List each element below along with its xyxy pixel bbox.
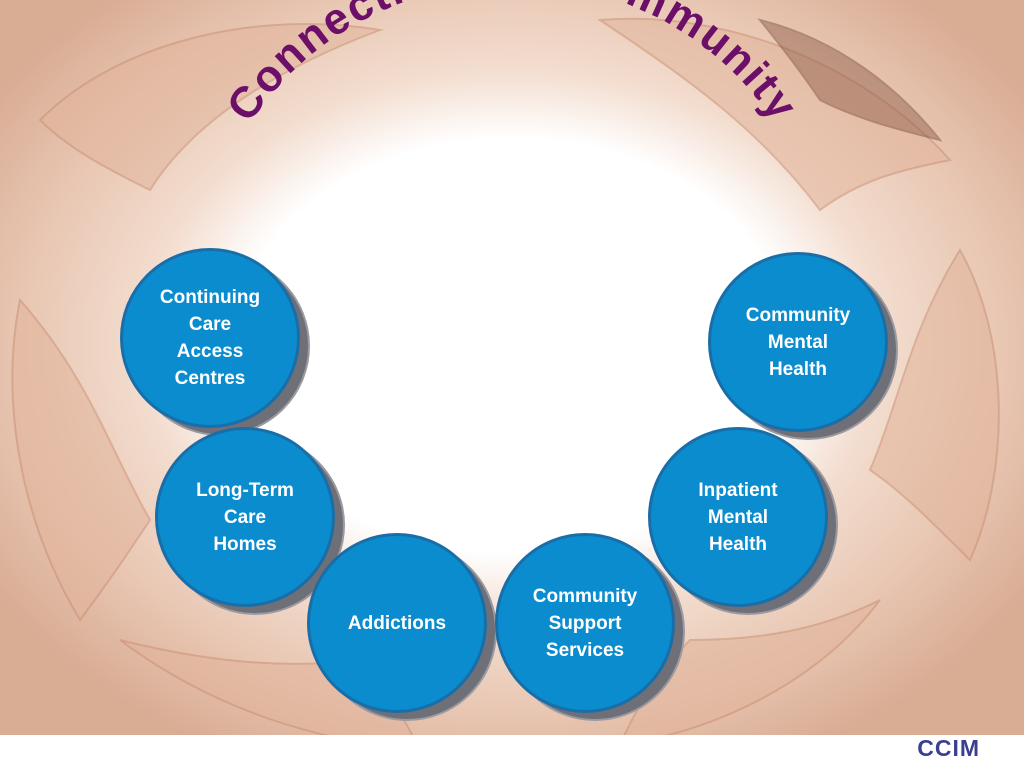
node-label: Community Mental Health <box>745 304 851 380</box>
node-label: Inpatient Mental Health <box>698 479 778 555</box>
node-disc <box>495 533 675 713</box>
node-community-support-services: Community Support Services <box>495 533 685 721</box>
node-long-term-care-homes: Long-Term Care Homes <box>155 427 345 615</box>
node-disc <box>708 252 888 432</box>
node-disc <box>120 248 300 428</box>
node-disc <box>155 427 335 607</box>
ccim-logo: CCIM <box>917 735 980 761</box>
node-community-mental-health: Community Mental Health <box>708 252 898 440</box>
node-disc <box>307 533 487 713</box>
node-label: Long-Term Care Homes <box>196 479 294 555</box>
node-inpatient-mental-health: Inpatient Mental Health <box>648 427 838 615</box>
node-label: Continuing Care Access Centres <box>159 287 261 389</box>
node-label: Addictions <box>347 612 447 634</box>
node-continuing-care-access-centres: Continuing Care Access Centres <box>120 248 310 436</box>
node-disc <box>648 427 828 607</box>
footer-bar <box>0 735 1024 768</box>
node-label: Community Support Services <box>532 585 638 661</box>
node-addictions: Addictions <box>307 533 497 721</box>
